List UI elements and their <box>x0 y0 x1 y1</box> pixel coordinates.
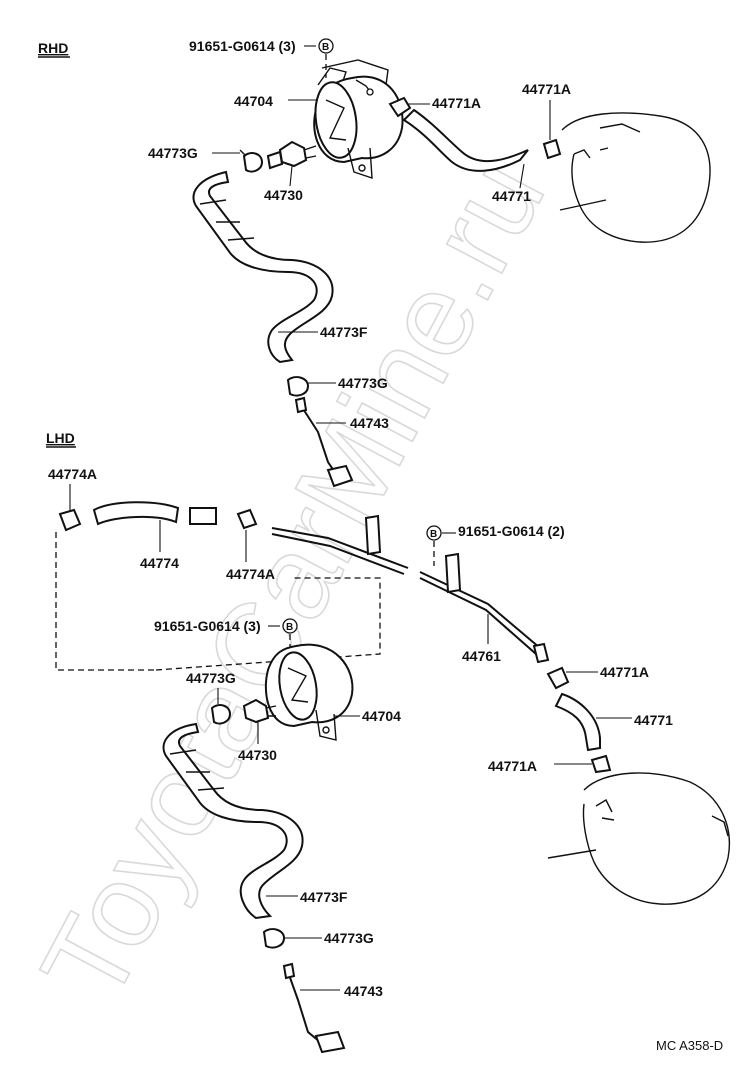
lhd-bolt-label-3: 91651-G0614 (3) <box>154 618 261 634</box>
lhd-label-44771: 44771 <box>634 712 673 728</box>
lhd-bolt-marker-2-letter: B <box>430 529 437 540</box>
rhd-clamp-44773G-lower <box>286 376 310 397</box>
rhd-label-44771A-2: 44771A <box>522 81 571 97</box>
rhd-brake-booster <box>559 112 711 243</box>
rhd-bolt-label: 91651-G0614 (3) <box>189 38 296 54</box>
lhd-bolt-marker-3-letter: B <box>286 622 293 633</box>
lhd-label-44771A-2: 44771A <box>488 758 537 774</box>
lhd-pipe-44761 <box>271 514 550 664</box>
lhd-label-44704: 44704 <box>362 708 401 724</box>
rhd-pipe-44743 <box>294 396 354 488</box>
rhd-check-valve <box>266 140 317 170</box>
section-rhd: RHD <box>38 40 68 56</box>
lhd-dashed-box-left <box>55 532 156 671</box>
rhd-clamp-44773G <box>239 149 264 173</box>
rhd-hose-44771 <box>388 96 562 172</box>
lhd-dashed-box-right <box>155 577 381 671</box>
lhd-clamp-44773G-lower <box>262 928 286 949</box>
rhd-label-44773G: 44773G <box>148 145 198 161</box>
lhd-vacuum-tank <box>264 643 354 741</box>
lhd-label-44774: 44774 <box>140 555 179 571</box>
lhd-label-44730: 44730 <box>238 747 277 763</box>
rhd-hose-44773F <box>192 170 334 364</box>
lhd-bolt-marker-2 <box>426 525 442 541</box>
lhd-pipe-44743 <box>282 962 346 1054</box>
rhd-bolt-marker-letter: B <box>322 42 329 53</box>
rhd-leader-44730 <box>289 165 293 187</box>
rhd-label-44773G-2: 44773G <box>338 375 388 391</box>
lhd-label-44773F: 44773F <box>300 889 348 905</box>
rhd-label-44771A: 44771A <box>432 95 481 111</box>
rhd-label-44771: 44771 <box>492 188 531 204</box>
rhd-label-44743: 44743 <box>350 415 389 431</box>
lhd-label-44773G-2: 44773G <box>324 930 374 946</box>
rhd-leader-44771 <box>519 163 525 189</box>
lhd-label-44771A: 44771A <box>600 664 649 680</box>
lhd-check-valve <box>242 698 277 724</box>
lhd-hose-44771 <box>546 666 612 774</box>
section-lhd: LHD <box>46 430 75 446</box>
lhd-clamp-44774A-2 <box>236 508 258 530</box>
rhd-vacuum-tank <box>313 59 404 179</box>
rhd-label-44704: 44704 <box>234 93 273 109</box>
rhd-label-44730: 44730 <box>264 187 303 203</box>
figure-code: MC A358-D <box>656 1038 723 1053</box>
lhd-label-44774A: 44774A <box>48 466 97 482</box>
lhd-hose-44773F <box>162 722 304 920</box>
lhd-label-44773G: 44773G <box>186 670 236 686</box>
lhd-label-44774A-2: 44774A <box>226 566 275 582</box>
lhd-label-44761: 44761 <box>462 648 501 664</box>
lhd-label-44743: 44743 <box>344 983 383 999</box>
rhd-label-44773F: 44773F <box>320 324 368 340</box>
lhd-bolt-label-2: 91651-G0614 (2) <box>458 523 565 539</box>
lhd-clamp-44773G <box>210 704 232 725</box>
lhd-brake-booster <box>547 772 730 905</box>
lhd-bolt-marker-3 <box>282 618 298 634</box>
lhd-clamp-44774A <box>58 508 82 532</box>
rhd-bolt-marker <box>318 38 334 54</box>
lhd-hose-44774 <box>92 501 217 526</box>
